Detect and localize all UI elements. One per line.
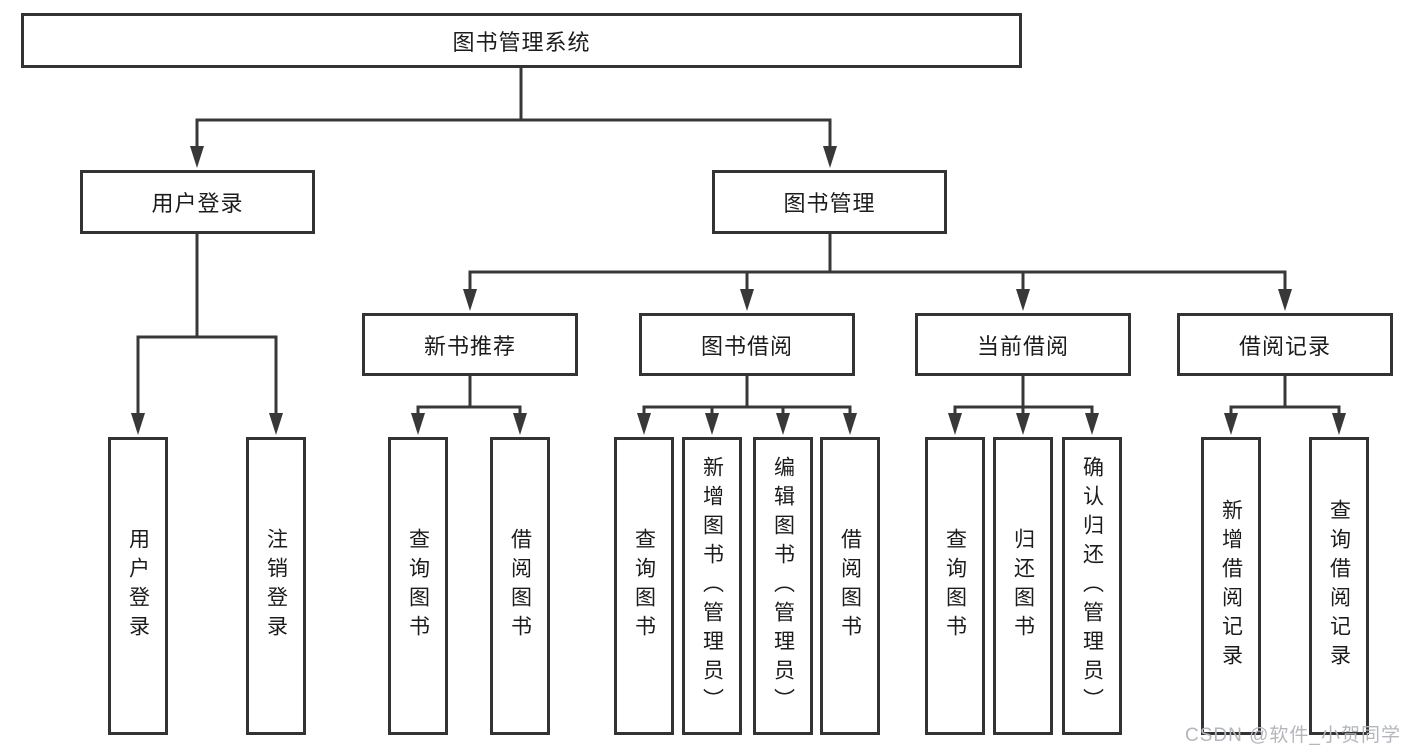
leaf-return-books: 归还图书	[993, 437, 1053, 735]
leaf-confirm-return-admin: 确认归还（管理员）	[1062, 437, 1122, 735]
leaf-query-books-recommend: 查询图书	[388, 437, 448, 735]
watermark: CSDN @软件_小贺同学	[1185, 725, 1401, 746]
leaf-query-books-current: 查询图书	[925, 437, 985, 735]
node-book-borrowing: 图书借阅	[639, 313, 855, 376]
leaf-add-book-admin: 新增图书（管理员）	[682, 437, 742, 735]
leaf-edit-book-admin: 编辑图书（管理员）	[753, 437, 813, 735]
leaf-borrow-books-recommend: 借阅图书	[490, 437, 550, 735]
node-library-system: 图书管理系统	[21, 13, 1022, 68]
leaf-query-borrow-record: 查询借阅记录	[1309, 437, 1369, 735]
leaf-logout: 注销登录	[246, 437, 306, 735]
node-borrowing-records: 借阅记录	[1177, 313, 1393, 376]
node-user-login: 用户登录	[80, 170, 315, 234]
node-book-management: 图书管理	[712, 170, 947, 234]
leaf-query-books-borrow: 查询图书	[614, 437, 674, 735]
leaf-borrow-books: 借阅图书	[820, 437, 880, 735]
node-current-borrowing: 当前借阅	[915, 313, 1131, 376]
leaf-add-borrow-record: 新增借阅记录	[1201, 437, 1261, 735]
node-new-book-recommendation: 新书推荐	[362, 313, 578, 376]
leaf-user-login: 用户登录	[108, 437, 168, 735]
